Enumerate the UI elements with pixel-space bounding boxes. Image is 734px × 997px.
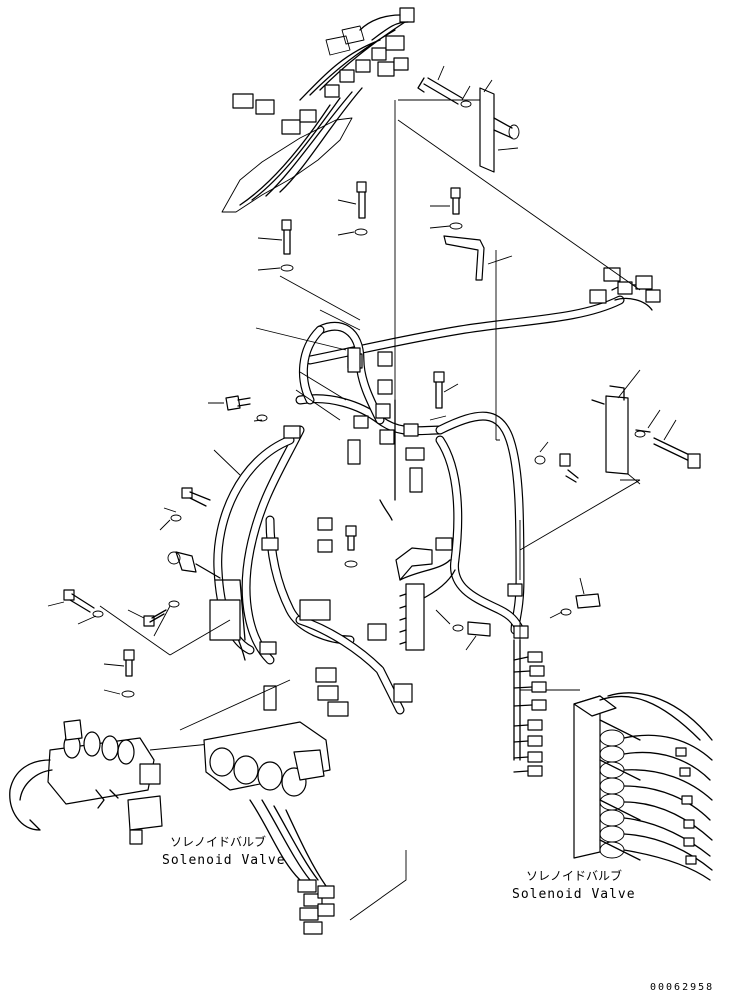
right-valve-label-en: Solenoid Valve [512,887,636,902]
left-solenoid-valve [9,719,163,845]
main-harness [209,321,529,717]
right-solenoid-valve [573,692,713,881]
right-connector-strip [513,639,547,777]
right-valve-label-jp: ソレノイドバルブ [526,868,622,883]
fasteners-upper [257,181,513,281]
fasteners-side [47,369,701,698]
top-connector-cluster [221,7,415,213]
left-valve-label-jp: ソレノイドバルブ [170,834,266,849]
top-bolt-bracket [417,65,520,173]
leader-lines [99,99,641,921]
center-solenoid-valve [203,721,335,935]
drawing-number: 00062958 [650,982,714,993]
labels: ソレノイドバルブ Solenoid Valve ソレノイドバルブ Solenoi… [162,834,714,993]
left-valve-label-en: Solenoid Valve [162,853,286,868]
